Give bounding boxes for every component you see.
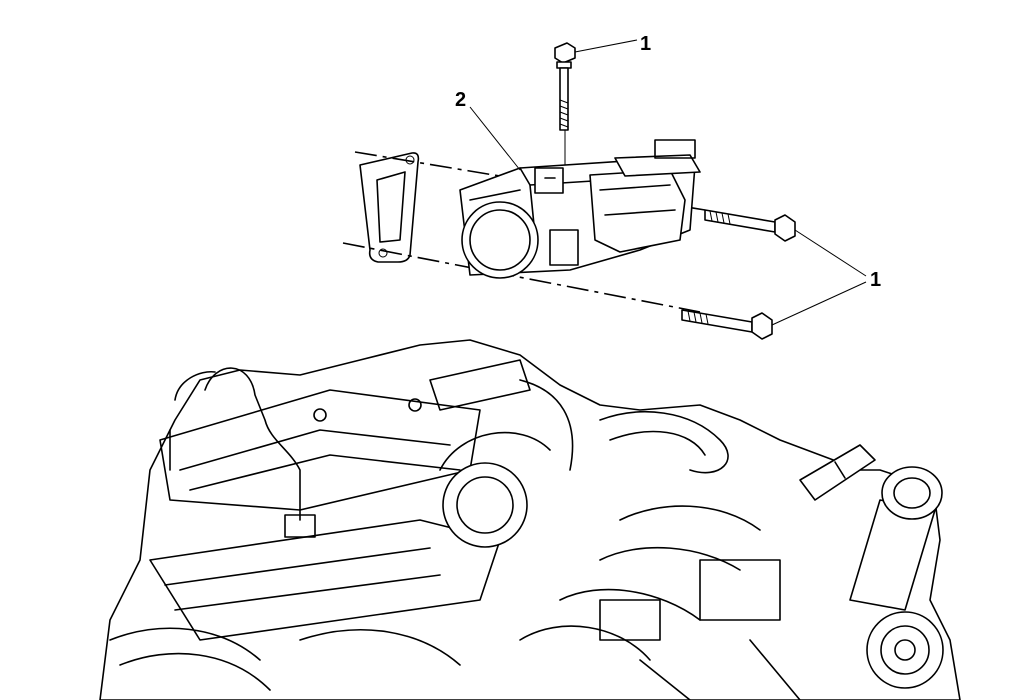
bolt-vertical — [554, 42, 576, 131]
bolt-horizontal-lower — [681, 309, 773, 340]
leader-lines — [469, 39, 867, 326]
throttle-body — [459, 139, 701, 279]
engine-assembly — [99, 339, 961, 700]
callout-1-top: 1 — [640, 33, 651, 55]
gasket — [359, 152, 420, 263]
bolt-horizontal-upper — [704, 209, 796, 242]
callout-2: 2 — [455, 89, 466, 111]
callout-1-right: 1 — [870, 269, 881, 291]
